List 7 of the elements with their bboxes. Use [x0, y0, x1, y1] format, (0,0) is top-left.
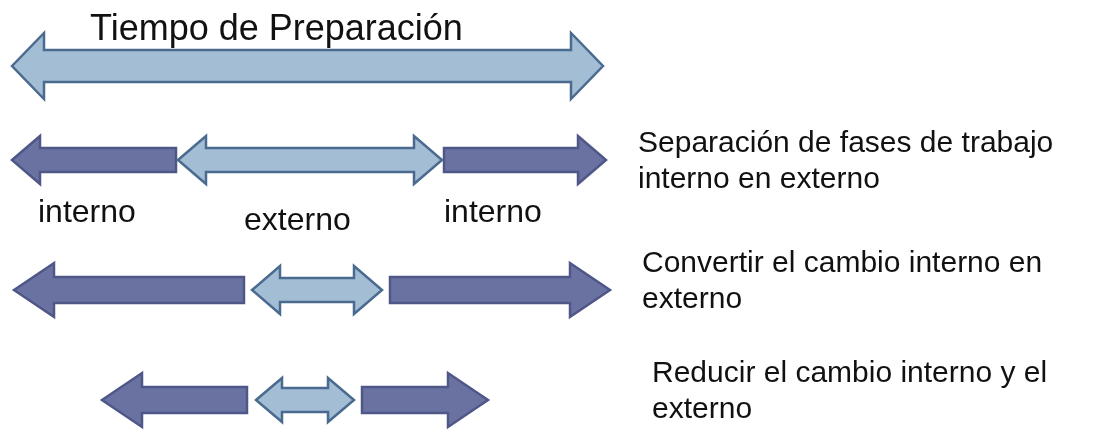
phase-label: interno [38, 192, 136, 231]
step-description: Reducir el cambio interno y el externo [652, 354, 1049, 426]
phase-label: externo [244, 200, 351, 239]
step-description: Convertir el cambio interno en externo [642, 244, 1044, 316]
step-description: Separación de fases de trabajo interno en externo [638, 124, 1055, 196]
phase-label: interno [444, 192, 542, 231]
title: Tiempo de Preparación [90, 6, 463, 50]
